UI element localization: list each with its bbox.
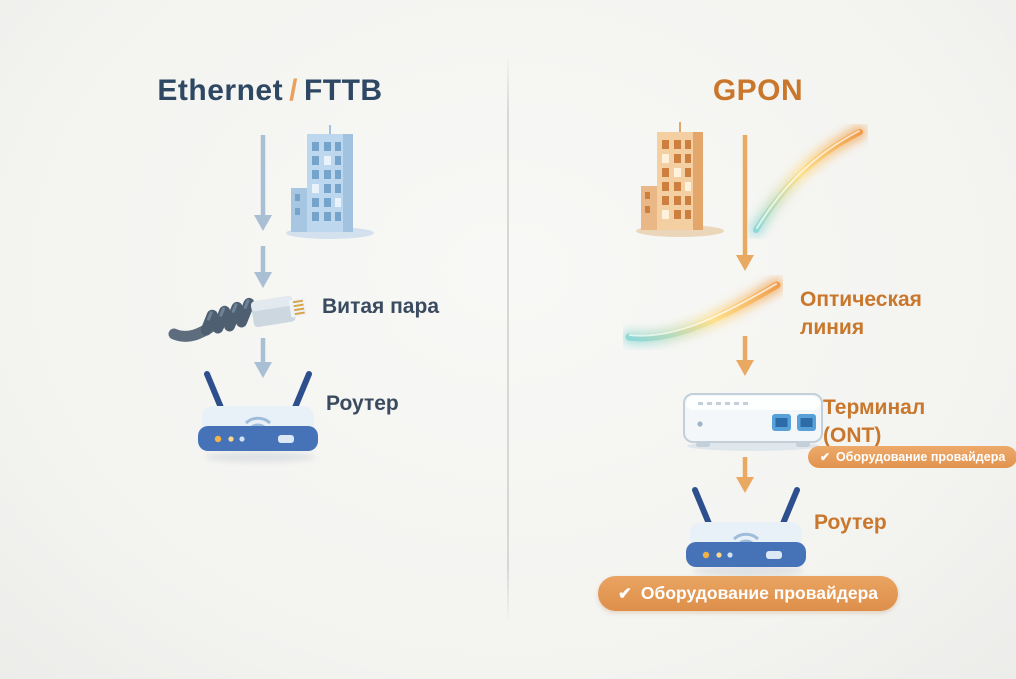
arrow-down-icon	[251, 336, 275, 380]
title-fttb: FTTB	[303, 74, 383, 107]
ont-terminal-icon	[678, 376, 828, 456]
router-label: Роутер	[814, 511, 887, 534]
optical-line-label: Оптическая линия	[800, 288, 922, 339]
optical-line-icon	[623, 275, 783, 350]
gpon-title: GPON	[712, 74, 804, 107]
title-slash: /	[289, 74, 298, 107]
optical-line-label-line1: Оптическая	[800, 288, 922, 311]
provider-equipment-badge-large-text: Оборудование провайдера	[640, 583, 879, 603]
checkmark-icon: ✔	[820, 450, 830, 464]
fiber-streak-icon	[748, 124, 868, 239]
arrow-down-icon	[251, 133, 275, 233]
checkmark-icon: ✔	[618, 583, 632, 603]
terminal-label-line1: Терминал	[823, 396, 926, 419]
building-icon	[635, 120, 725, 240]
provider-equipment-badge-large: ✔ Оборудование провайдера	[598, 576, 899, 611]
router-icon	[676, 482, 816, 577]
building-icon	[285, 122, 375, 242]
cable-label: Витая пара	[322, 295, 439, 318]
router-icon	[188, 366, 328, 461]
arrow-down-icon	[251, 244, 275, 290]
terminal-label-line2: (ONT)	[823, 424, 882, 448]
column-gpon: GPON	[508, 0, 1016, 679]
ethernet-fttb-title: Ethernet/FTTB	[110, 74, 430, 108]
arrow-down-icon	[733, 455, 757, 495]
router-shadow	[693, 566, 803, 576]
divider-line	[507, 58, 509, 622]
column-ethernet-fttb: Ethernet/FTTB	[110, 74, 439, 462]
router-shadow	[205, 452, 315, 462]
twisted-pair-cable-icon	[168, 276, 318, 348]
router-label: Роутер	[326, 392, 399, 415]
terminal-label: Терминал (ONT)	[823, 396, 925, 447]
provider-equipment-badge: ✔ Оборудование провайдера	[808, 446, 1016, 468]
title-ethernet: Ethernet	[157, 74, 284, 107]
optical-line-label-line2: линия	[800, 316, 865, 340]
arrow-down-icon	[733, 334, 757, 378]
arrow-down-icon	[733, 133, 757, 273]
provider-equipment-badge-text: Оборудование провайдера	[835, 450, 1006, 464]
